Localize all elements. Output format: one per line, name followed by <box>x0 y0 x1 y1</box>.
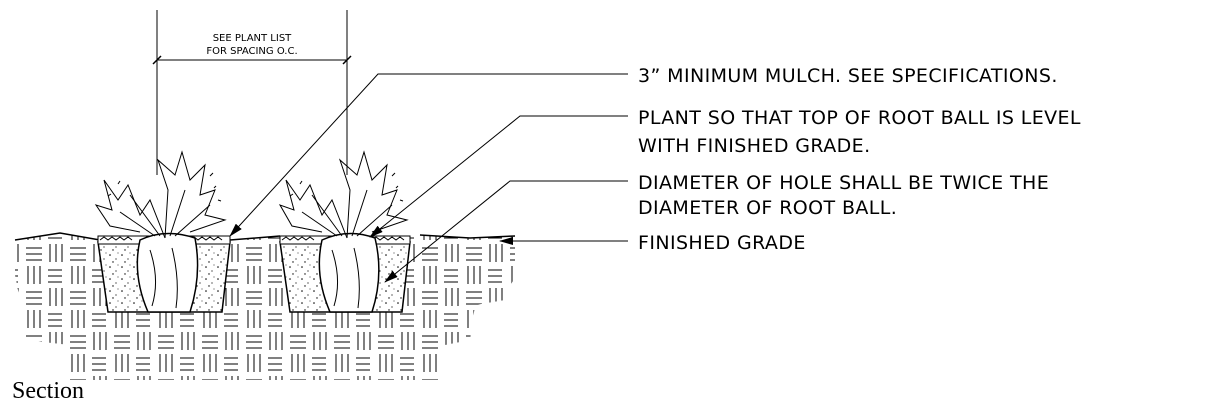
finished-grade-line <box>14 232 516 241</box>
mulch-leader <box>229 73 628 237</box>
root-ball-leader <box>369 115 628 238</box>
plant-foliage-left <box>94 150 227 239</box>
hole-diameter-leader <box>384 180 628 283</box>
callout-notes: 3” MINIMUM MULCH. SEE SPECIFICATIONS. PL… <box>638 65 1081 254</box>
spacing-dimension: SEE PLANT LIST FOR SPACING O.C. <box>152 10 352 175</box>
root-ball-right <box>318 232 380 313</box>
leader-lines <box>229 73 628 283</box>
spacing-note-line1: SEE PLANT LIST <box>213 33 292 44</box>
callout-mulch: 3” MINIMUM MULCH. SEE SPECIFICATIONS. <box>638 65 1058 87</box>
section-caption: Section <box>12 378 84 404</box>
plant-foliage-right <box>278 150 409 239</box>
callout-root-ball-line1: PLANT SO THAT TOP OF ROOT BALL IS LEVEL <box>638 107 1081 129</box>
callout-finished-grade: FINISHED GRADE <box>638 232 806 254</box>
callout-hole-line1: DIAMETER OF HOLE SHALL BE TWICE THE <box>638 172 1049 194</box>
root-ball-left <box>136 232 199 313</box>
planting-pit-left <box>94 150 231 313</box>
spacing-note-line2: FOR SPACING O.C. <box>206 46 297 57</box>
callout-hole-line2: DIAMETER OF ROOT BALL. <box>638 197 897 219</box>
soil-hatch <box>15 233 515 380</box>
planting-pit-right <box>278 150 411 313</box>
callout-root-ball-line2: WITH FINISHED GRADE. <box>638 135 871 157</box>
